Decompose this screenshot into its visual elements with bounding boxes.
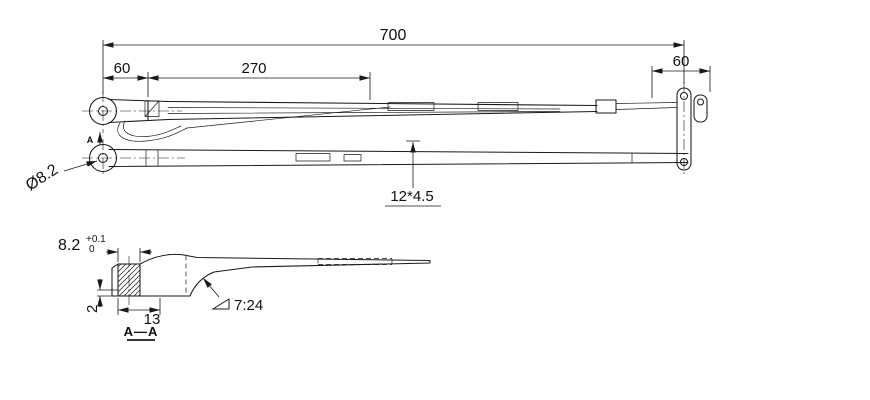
dim-taper: 7:24: [202, 277, 263, 314]
rod-clip-1: [387, 102, 435, 111]
pivot-head-outer: [88, 143, 118, 173]
plan-view: [82, 139, 689, 177]
side-plate-hole: [696, 98, 705, 106]
link-bracket: [676, 82, 708, 176]
arm-clip-1: [295, 153, 331, 162]
arm-clip-2: [343, 154, 362, 162]
dimensions: 700 60 270 60 Ø8.2 12*4.5 A: [23, 27, 711, 207]
dim-pivot-dia-text: Ø8.2: [23, 161, 61, 194]
link-bar: [676, 87, 692, 171]
pivot-head-outer: [88, 96, 118, 126]
dim-pivot-dia: Ø8.2: [23, 160, 98, 194]
tolerance-upper-text: +0.1: [86, 234, 106, 245]
dim-overall: 700: [102, 27, 685, 94]
pivot-hole: [97, 152, 109, 164]
dim-mid-segment-text: 270: [241, 60, 266, 77]
dim-arm-section-text: 12*4.5: [390, 188, 433, 205]
arm-inner-lines: [167, 107, 561, 114]
section-cut-label: A: [87, 135, 94, 145]
dim-left-segment: 60: [103, 60, 149, 97]
head-profile: [111, 263, 191, 297]
retainer-clip: [144, 100, 160, 117]
joint-lines: [145, 149, 159, 167]
section-view: 8.2 +0.1 0 2 13 7:24 A—A: [58, 234, 431, 341]
side-view: [82, 91, 678, 142]
arm-profile: [139, 253, 431, 297]
dim-overall-text: 700: [380, 27, 407, 44]
dim-mid-segment: 270: [148, 60, 371, 100]
dim-thickness: 2: [84, 279, 112, 313]
arm-outline: [108, 148, 689, 168]
dim-taper-text: 7:24: [234, 297, 263, 314]
hatched-section: [117, 263, 141, 297]
dim-head-length: 13: [117, 298, 161, 328]
rod-clip-2: [477, 102, 519, 111]
dim-hole-width-text: 8.2: [58, 237, 80, 254]
dim-head-length-text: 13: [144, 311, 161, 328]
dim-hole-width: 8.2 +0.1 0: [58, 234, 152, 262]
section-title: A—A: [124, 324, 159, 341]
end-connector: [595, 99, 617, 114]
side-plate: [693, 94, 708, 123]
spring-hook: [117, 120, 188, 142]
dim-thickness-text: 2: [84, 305, 101, 313]
hidden-lines-arm: [317, 258, 393, 265]
arm-rod: [167, 100, 598, 121]
link-rod: [615, 102, 678, 110]
dim-arm-section: 12*4.5: [385, 140, 441, 207]
link-pin-top: [679, 91, 689, 101]
pivot-hole: [97, 105, 109, 117]
dim-right-segment-text: 60: [673, 53, 690, 70]
dim-left-segment-text: 60: [114, 60, 131, 77]
section-title-text: A—A: [124, 324, 159, 339]
dim-right-segment: 60: [651, 53, 711, 98]
tolerance-lower-text: 0: [89, 244, 95, 255]
link-pin-bottom: [679, 157, 689, 167]
section-cut-marker: A: [87, 132, 103, 145]
taper-symbol-icon: [211, 298, 230, 310]
